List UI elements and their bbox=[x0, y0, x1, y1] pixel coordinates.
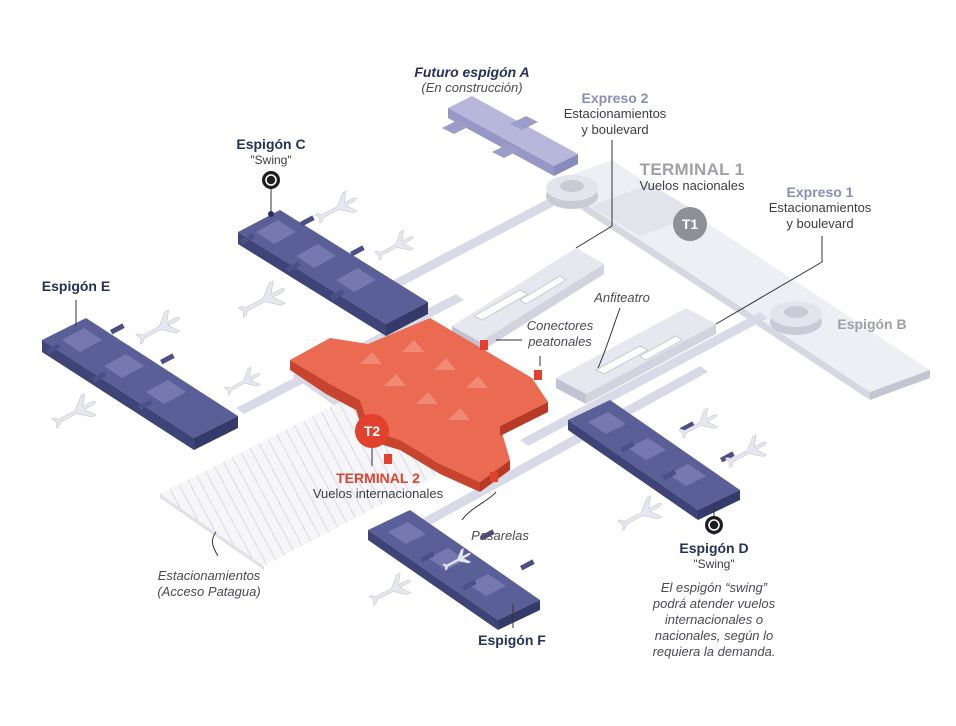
expreso-1-building bbox=[556, 308, 716, 404]
note-line5: requiera la demanda. bbox=[652, 644, 776, 659]
anfiteatro-text: Anfiteatro bbox=[594, 290, 650, 305]
label-expreso-2: Expreso 2 Estacionamientos y boulevard bbox=[540, 90, 690, 138]
terminal-2-building bbox=[290, 318, 548, 492]
espigon-e-title: Espigón E bbox=[41, 278, 111, 294]
label-anfiteatro: Anfiteatro bbox=[582, 290, 662, 306]
expreso-2-line2: y boulevard bbox=[581, 122, 649, 137]
terminal-1-title: TERMINAL 1 bbox=[639, 160, 745, 179]
note-line3: internacionales o bbox=[664, 612, 764, 627]
label-terminal-2: TERMINAL 2 Vuelos internacionales bbox=[300, 470, 456, 502]
swing-icon bbox=[262, 171, 280, 217]
label-estacionamientos: Estacionamientos (Acceso Patagua) bbox=[146, 568, 272, 600]
label-futuro-espigon-a: Futuro espigón A (En construcción) bbox=[392, 64, 552, 96]
espigon-c-sub: "Swing" bbox=[250, 153, 292, 167]
espigon-c bbox=[238, 210, 428, 336]
espigon-e bbox=[42, 318, 238, 450]
expreso-2-title: Expreso 2 bbox=[581, 90, 649, 106]
espigon-d-sub: "Swing" bbox=[693, 557, 735, 571]
label-swing-note: El espigón “swing” podrá atender vuelos … bbox=[634, 580, 794, 660]
label-expreso-1: Expreso 1 Estacionamientos y boulevard bbox=[745, 184, 895, 232]
terminal-1-building bbox=[552, 160, 930, 400]
espigon-f bbox=[368, 510, 540, 630]
label-espigon-c: Espigón C "Swing" bbox=[221, 136, 321, 168]
label-espigon-b: Espigón B bbox=[826, 316, 918, 332]
conectores-line1: Conectores bbox=[526, 318, 594, 333]
expreso-1-title: Expreso 1 bbox=[786, 184, 854, 200]
futuro-espigon-a bbox=[442, 96, 578, 176]
expreso-2-line1: Estacionamientos bbox=[563, 106, 667, 121]
label-espigon-e: Espigón E bbox=[26, 278, 126, 294]
label-pasarelas: Pasarelas bbox=[462, 528, 538, 544]
expreso-1-line1: Estacionamientos bbox=[768, 200, 872, 215]
futuro-a-title: Futuro espigón A bbox=[414, 64, 530, 80]
t2-badge: T2 bbox=[355, 414, 389, 448]
swing-icon bbox=[705, 516, 723, 534]
espigon-d bbox=[568, 400, 740, 520]
terminal-2-sub: Vuelos internacionales bbox=[312, 486, 444, 501]
expreso-2-building bbox=[452, 248, 604, 352]
label-espigon-f: Espigón F bbox=[462, 632, 562, 648]
label-conectores: Conectores peatonales bbox=[518, 318, 602, 350]
note-line2: podrá atender vuelos bbox=[652, 596, 776, 611]
t1-badge-label: T1 bbox=[682, 216, 699, 232]
label-terminal-1: TERMINAL 1 Vuelos nacionales bbox=[622, 160, 762, 194]
estac-line2: (Acceso Patagua) bbox=[157, 584, 261, 599]
estac-line1: Estacionamientos bbox=[157, 568, 261, 583]
note-line1: El espigón “swing” bbox=[660, 580, 768, 595]
espigon-b-title: Espigón B bbox=[837, 316, 907, 332]
espigon-f-title: Espigón F bbox=[478, 632, 546, 648]
espigon-d-title: Espigón D bbox=[679, 540, 749, 556]
note-line4: nacionales, según lo bbox=[654, 628, 774, 643]
espigon-c-title: Espigón C bbox=[236, 136, 306, 152]
pasarelas-text: Pasarelas bbox=[471, 528, 529, 543]
t1-badge: T1 bbox=[673, 207, 707, 241]
expreso-1-line2: y boulevard bbox=[786, 216, 854, 231]
terminal-2-title: TERMINAL 2 bbox=[336, 470, 420, 486]
futuro-a-sub: (En construcción) bbox=[421, 80, 523, 95]
label-espigon-d: Espigón D "Swing" bbox=[654, 540, 774, 572]
t2-badge-label: T2 bbox=[364, 423, 381, 439]
rotunda-top bbox=[546, 175, 598, 209]
conectores-line2: peatonales bbox=[528, 334, 592, 349]
terminal-1-sub: Vuelos nacionales bbox=[639, 178, 745, 193]
rotunda-bottom bbox=[770, 301, 822, 335]
